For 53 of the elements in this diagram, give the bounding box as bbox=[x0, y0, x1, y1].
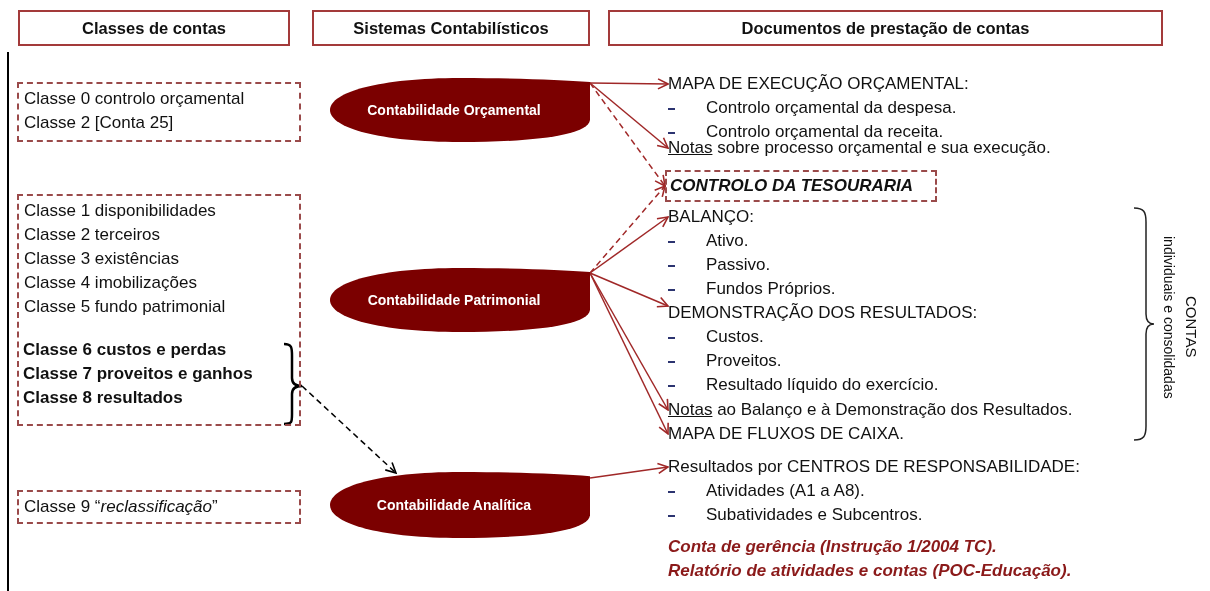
class-text: Classe 4 imobilizações bbox=[24, 272, 198, 294]
arrow bbox=[589, 82, 669, 149]
header-text: Classes de contas bbox=[82, 18, 226, 39]
contas-label: CONTAS bbox=[1182, 296, 1200, 358]
document-heading: BALANÇO: bbox=[668, 206, 755, 228]
column-header-box bbox=[608, 10, 1163, 46]
header-text: Documentos de prestação de contas bbox=[741, 18, 1030, 39]
arrow bbox=[589, 216, 669, 274]
brace-label: individuais e consolidadas bbox=[1160, 236, 1178, 399]
dashed-box bbox=[17, 490, 301, 524]
class-text: Classe 9 “reclassificação” bbox=[24, 496, 219, 518]
class-text: Classe 7 proveitos e ganhos bbox=[23, 363, 254, 385]
document-item: Subatividades e Subcentros. bbox=[706, 504, 924, 526]
document-item: Custos. bbox=[706, 326, 765, 348]
dashed-arrow bbox=[589, 185, 666, 274]
document-text: MAPA DE FLUXOS DE CAIXA. bbox=[668, 423, 905, 445]
class-text: Classe 1 disponibilidades bbox=[24, 200, 217, 222]
document-heading: CONTROLO DA TESOURARIA bbox=[670, 175, 915, 197]
dashed-box bbox=[665, 170, 937, 202]
note-text: Relatório de atividades e contas (POC-Educação). bbox=[668, 560, 1072, 582]
arrow bbox=[589, 272, 669, 308]
class-text: Classe 5 fundo patrimonial bbox=[24, 296, 227, 318]
class-text: Classe 3 existências bbox=[24, 248, 180, 270]
arrow bbox=[589, 462, 669, 479]
note-text: Conta de gerência (Instrução 1/2004 TC). bbox=[668, 536, 997, 558]
document-item: Atividades (A1 a A8). bbox=[706, 480, 866, 502]
document-item: Controlo orçamental da receita. bbox=[706, 121, 945, 141]
class-text: Classe 2 terceiros bbox=[24, 224, 162, 246]
document-item: Ativo. bbox=[706, 230, 750, 252]
document-item: Fundos Próprios. bbox=[706, 278, 837, 300]
class-text: Classe 6 custos e perdas bbox=[23, 339, 228, 361]
document-item: Resultado líquido do exercício. bbox=[706, 374, 940, 396]
class-text: Classe 2 [Conta 25] bbox=[24, 112, 175, 134]
dashed-arrow bbox=[301, 385, 397, 474]
column-header-box bbox=[312, 10, 590, 46]
dashed-arrow bbox=[589, 82, 666, 187]
system-label: Contabilidade Orçamental bbox=[367, 101, 542, 120]
header-text: Sistemas Contabilísticos bbox=[353, 18, 549, 39]
document-heading: DEMONSTRAÇÃO DOS RESULTADOS: bbox=[668, 302, 979, 324]
column-header-box bbox=[18, 10, 290, 46]
arrow bbox=[589, 78, 669, 90]
document-item: Proveitos. bbox=[706, 350, 783, 372]
document-heading: MAPA DE EXECUÇÃO ORÇAMENTAL: bbox=[668, 73, 970, 95]
document-item: Controlo orçamental da despesa. bbox=[706, 97, 958, 119]
dashed-box bbox=[17, 194, 301, 426]
class-text: Classe 0 controlo orçamental bbox=[24, 88, 246, 110]
document-text: Notas ao Balanço e à Demonstração dos Resultados. bbox=[668, 399, 1074, 421]
document-heading: Resultados por CENTROS DE RESPONSABILIDADE: bbox=[668, 456, 1081, 478]
document-item: Passivo. bbox=[706, 254, 772, 276]
class-text: Classe 8 resultados bbox=[23, 387, 184, 409]
system-label: Contabilidade Analítica bbox=[376, 496, 533, 515]
system-label: Contabilidade Patrimonial bbox=[367, 291, 542, 310]
dashed-box bbox=[17, 82, 301, 142]
